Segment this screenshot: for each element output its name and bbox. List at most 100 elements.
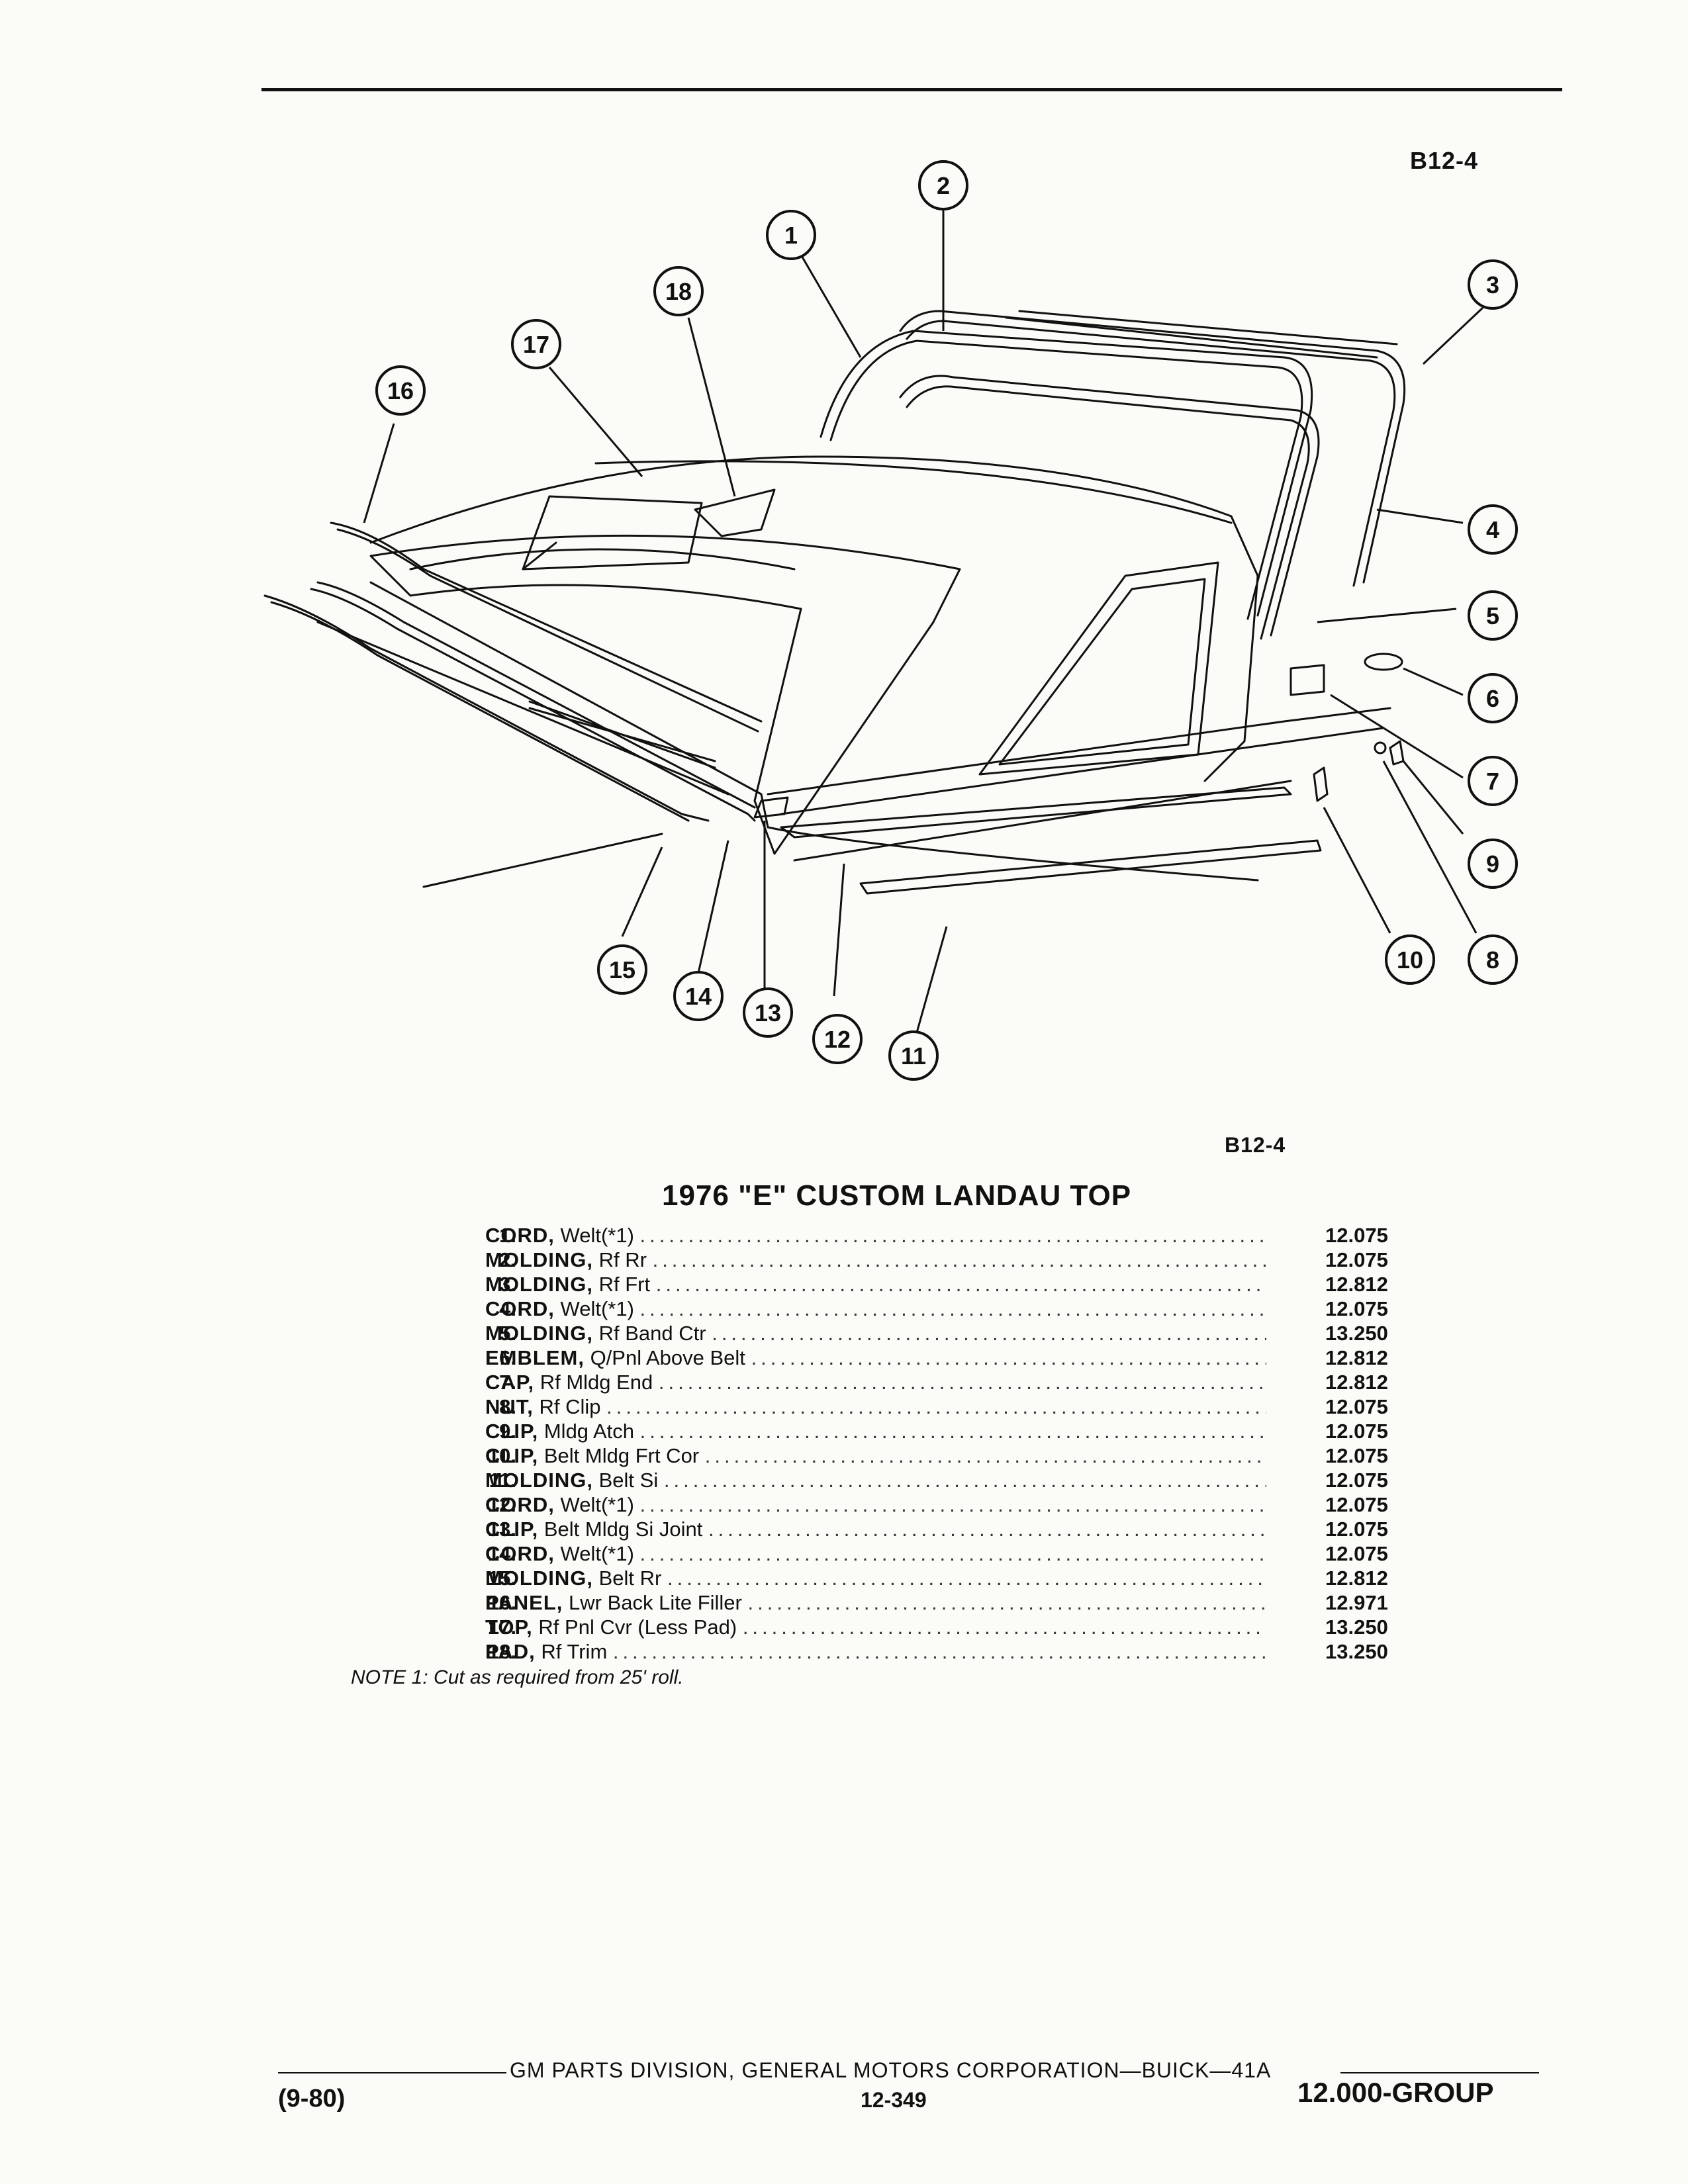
parts-row: 2.MOLDING, Rf Rr .......................…: [485, 1248, 1388, 1271]
part-description: Welt(*1): [560, 1224, 634, 1247]
group-number: 13.250: [1325, 1640, 1388, 1663]
callout-9: 9: [1486, 850, 1499, 878]
callout-12: 12: [824, 1026, 851, 1053]
parts-row: 13.CLIP, Belt Mldg Si Joint ............…: [485, 1518, 1388, 1541]
group-number: 12.075: [1325, 1518, 1388, 1541]
callout-14: 14: [685, 983, 712, 1010]
part-description: Belt Si: [598, 1469, 659, 1492]
part-number: 15.: [487, 1567, 516, 1590]
group-number: 12.075: [1325, 1224, 1388, 1247]
part-description: Rf Band Ctr: [598, 1322, 706, 1345]
part-name: MOLDING,: [485, 1322, 593, 1345]
footnote: NOTE 1: Cut as required from 25' roll.: [351, 1666, 684, 1688]
part-name: CLIP,: [485, 1420, 539, 1443]
parts-row: 3.MOLDING, Rf Frt ......................…: [485, 1273, 1388, 1296]
part-description: Welt(*1): [560, 1493, 634, 1516]
parts-row: 17.TOP, Rf Pnl Cvr (Less Pad) ..........…: [485, 1615, 1388, 1639]
part-number: 4.: [499, 1297, 516, 1320]
group-number: 12.075: [1325, 1444, 1388, 1467]
part-name: CORD,: [485, 1493, 555, 1516]
parts-row: 18.PAD, Rf Trim ........................…: [485, 1640, 1388, 1663]
part-description: Rf Mldg End: [539, 1371, 653, 1394]
parts-row: 16.PANEL, Lwr Back Lite Filler .........…: [485, 1591, 1388, 1614]
footer-rule-left: [278, 2072, 506, 2073]
part-name: PANEL,: [485, 1591, 563, 1614]
group-number: 12.075: [1325, 1469, 1388, 1492]
part-name: CLIP,: [485, 1518, 539, 1541]
group-number: 12.812: [1325, 1567, 1388, 1590]
callout-18: 18: [665, 278, 692, 305]
part-number: 18.: [487, 1640, 516, 1663]
group-number: 12.812: [1325, 1346, 1388, 1369]
part-description: Rf Frt: [598, 1273, 651, 1296]
figure-code-caption: B12-4: [1225, 1133, 1286, 1157]
callout-7: 7: [1486, 768, 1499, 795]
part-number: 9.: [499, 1420, 516, 1443]
part-number: 1.: [499, 1224, 516, 1247]
figure-code: B12-4: [1410, 147, 1479, 174]
part-name: CORD,: [485, 1297, 555, 1320]
group-number: 12.075: [1325, 1542, 1388, 1565]
footer-rule-right: [1340, 2072, 1539, 2073]
parts-row: 4.CORD, Welt(*1) .......................…: [485, 1297, 1388, 1320]
page-title: 1976 "E" CUSTOM LANDAU TOP: [662, 1179, 1132, 1212]
callout-3: 3: [1486, 271, 1499, 298]
part-description: Mldg Atch: [543, 1420, 634, 1443]
part-number: 10.: [487, 1444, 516, 1467]
part-name: MOLDING,: [485, 1273, 593, 1296]
callout-11: 11: [901, 1042, 926, 1069]
group-number: 12.075: [1325, 1297, 1388, 1320]
callout-13: 13: [755, 999, 781, 1026]
callout-15: 15: [609, 956, 635, 983]
part-number: 6.: [499, 1346, 516, 1369]
group-label: 12.000-GROUP: [1297, 2077, 1494, 2108]
part-number: 5.: [499, 1322, 516, 1345]
part-description: Rf Pnl Cvr (Less Pad): [538, 1615, 737, 1639]
parts-row: 10.CLIP, Belt Mldg Frt Cor .............…: [485, 1444, 1388, 1467]
part-number: 12.: [487, 1493, 516, 1516]
part-description: Welt(*1): [560, 1542, 634, 1565]
callout-8: 8: [1486, 946, 1499, 974]
parts-row: 1.CORD, Welt(*1) .......................…: [485, 1224, 1388, 1247]
part-name: EMBLEM,: [485, 1346, 585, 1369]
part-name: MOLDING,: [485, 1469, 593, 1492]
part-number: 8.: [499, 1395, 516, 1418]
part-description: Belt Mldg Si Joint: [543, 1518, 703, 1541]
group-number: 12.075: [1325, 1493, 1388, 1516]
callout-17: 17: [523, 331, 549, 358]
callout-4: 4: [1486, 516, 1499, 543]
group-number: 12.075: [1325, 1395, 1388, 1418]
part-number: 13.: [487, 1518, 516, 1541]
callout-2: 2: [937, 172, 950, 199]
part-number: 3.: [499, 1273, 516, 1296]
parts-row: 11.MOLDING, Belt Si ....................…: [485, 1469, 1388, 1492]
callout-6: 6: [1486, 685, 1499, 712]
page-number: 12-349: [861, 2088, 927, 2112]
part-description: Belt Mldg Frt Cor: [543, 1444, 700, 1467]
parts-row: 7.CAP, Rf Mldg End .....................…: [485, 1371, 1388, 1394]
part-description: Welt(*1): [560, 1297, 634, 1320]
footer-publisher: GM PARTS DIVISION, GENERAL MOTORS CORPOR…: [510, 2058, 1272, 2082]
part-name: TOP,: [485, 1615, 533, 1639]
parts-row: 8.NUT, Rf Clip .........................…: [485, 1395, 1388, 1418]
part-name: CORD,: [485, 1224, 555, 1247]
parts-list: 1.CORD, Welt(*1) .......................…: [424, 1223, 1417, 1664]
callout-10: 10: [1397, 946, 1423, 974]
parts-row: 5.MOLDING, Rf Band Ctr .................…: [485, 1322, 1388, 1345]
callout-1: 1: [784, 222, 798, 249]
exploded-view-illustration: 1 2 3 4 5 6 7 8 9 10 11 12 13 14 15 16 1…: [263, 160, 1518, 1081]
part-number: 2.: [499, 1248, 516, 1271]
part-description: Rf Clip: [539, 1395, 601, 1418]
callout-5: 5: [1486, 602, 1499, 629]
header-rule: [261, 88, 1562, 91]
parts-row: 6.EMBLEM, Q/Pnl Above Belt .............…: [485, 1346, 1388, 1369]
part-name: PAD,: [485, 1640, 536, 1663]
part-description: Lwr Back Lite Filler: [569, 1591, 742, 1614]
part-number: 7.: [499, 1371, 516, 1394]
part-description: Rf Trim: [541, 1640, 608, 1663]
group-number: 13.250: [1325, 1615, 1388, 1639]
group-number: 12.812: [1325, 1273, 1388, 1296]
group-number: 13.250: [1325, 1322, 1388, 1345]
part-name: CAP,: [485, 1371, 535, 1394]
parts-row: 9.CLIP, Mldg Atch ......................…: [485, 1420, 1388, 1443]
